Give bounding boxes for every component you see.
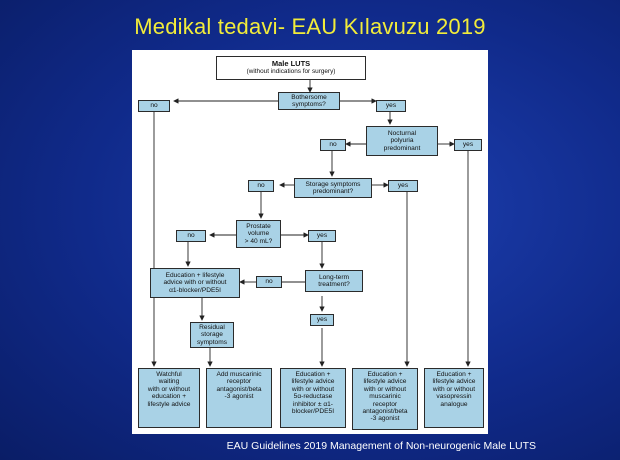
label-no-nocturnal: no (320, 139, 346, 151)
decision-prostate-volume: Prostate volume > 40 mL? (236, 220, 281, 248)
outcome-add-muscarinic: Add muscarinic receptor antagonist/beta … (206, 368, 272, 428)
label-yes-prostate: yes (308, 230, 336, 242)
start-node-male-luts: Male LUTS (without indications for surge… (216, 56, 366, 80)
decision-bothersome-symptoms: Bothersome symptoms? (278, 92, 340, 110)
outcome-storage-muscarinic: Education + lifestyle advice with or wit… (352, 368, 418, 430)
slide-footer: EAU Guidelines 2019 Management of Non-ne… (226, 440, 536, 452)
label-yes-storage: yes (388, 180, 418, 192)
label-no-storage: no (248, 180, 274, 192)
start-node-subtitle: (without indications for surgery) (246, 68, 336, 76)
action-residual-storage: Residual storage symptoms (190, 322, 234, 348)
outcome-5ari: Education + lifestyle advice with or wit… (280, 368, 346, 428)
slide-title: Medikal tedavi- EAU Kılavuzu 2019 (134, 14, 486, 39)
action-education-alpha-blocker: Education + lifestyle advice with or wit… (150, 268, 240, 298)
decision-nocturnal-polyuria: Nocturnal polyuria predominant (366, 126, 438, 156)
label-no-bothersome: no (138, 100, 170, 112)
decision-storage-symptoms: Storage symptoms predominant? (294, 178, 372, 198)
outcome-watchful-waiting: Watchful waiting with or without educati… (138, 368, 200, 428)
flowchart-connectors (151, 80, 471, 367)
label-yes-bothersome: yes (376, 100, 406, 112)
label-yes-longterm: yes (310, 314, 334, 326)
outcome-vasopressin: Education + lifestyle advice with or wit… (424, 368, 484, 428)
flowchart-panel: Male LUTS (without indications for surge… (132, 50, 488, 434)
start-node-title: Male LUTS (271, 59, 311, 69)
decision-long-term-treatment: Long-term treatment? (305, 270, 363, 292)
label-yes-nocturnal: yes (454, 139, 482, 151)
label-no-prostate: no (176, 230, 206, 242)
label-no-longterm: no (256, 276, 282, 288)
